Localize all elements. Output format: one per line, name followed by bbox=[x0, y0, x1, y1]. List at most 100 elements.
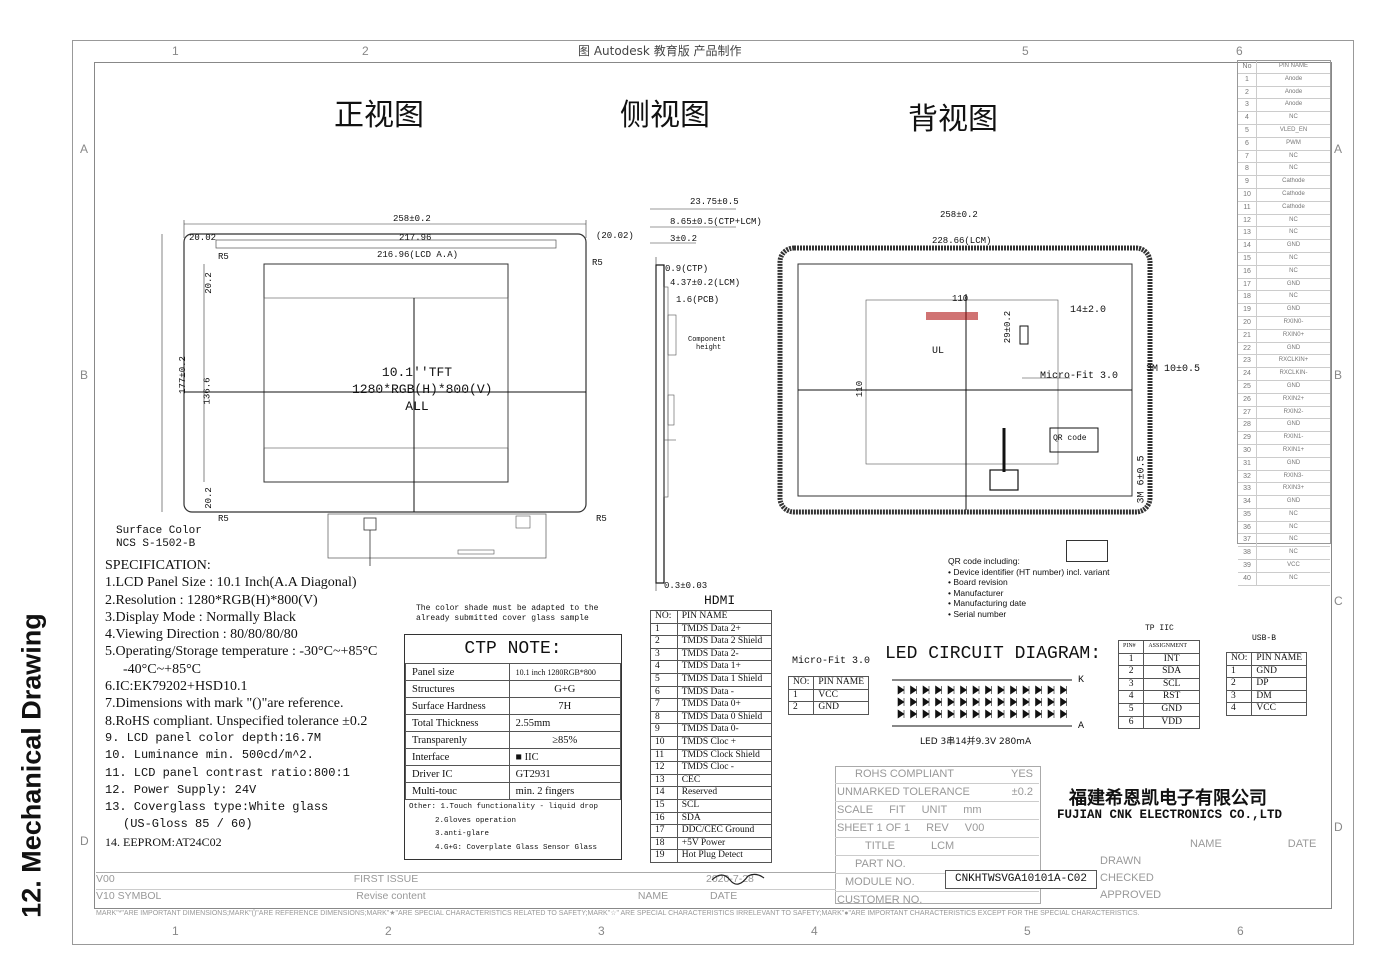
ctp-value: ≥85% bbox=[508, 731, 622, 749]
pin-no: 28 bbox=[1238, 419, 1257, 432]
pin-name: TMDS Cloc - bbox=[676, 761, 773, 775]
pin-name: RST bbox=[1143, 690, 1200, 704]
led-diode bbox=[972, 685, 980, 695]
pin-no: 29 bbox=[1238, 432, 1257, 444]
front-aa-width: 216.96(LCD A.A) bbox=[377, 250, 459, 260]
led-diode bbox=[972, 709, 980, 719]
qr-note-1: • Device identifier (HT number) incl. va… bbox=[948, 566, 1110, 577]
back-width-dim: 258±0.2 bbox=[940, 210, 978, 220]
grid-row-d-right: D bbox=[1334, 820, 1343, 834]
pin-name: SDA bbox=[676, 811, 773, 826]
pin-no: 12 bbox=[650, 761, 678, 775]
pin-no: 16 bbox=[1238, 265, 1257, 278]
side-dim-bottom: 0.3±0.03 bbox=[664, 581, 708, 591]
grid-col-2: 2 bbox=[362, 44, 369, 58]
front-width-dim: 258±0.2 bbox=[393, 214, 431, 224]
micro-fit-title: Micro-Fit 3.0 bbox=[792, 656, 871, 667]
led-array bbox=[897, 685, 1068, 719]
led-diode bbox=[1047, 685, 1055, 695]
pin-no: 33 bbox=[1238, 483, 1257, 496]
drawing-sheet bbox=[72, 40, 1354, 945]
pin-no: 8 bbox=[650, 710, 678, 725]
spec-line: 14. EEPROM:AT24C02 bbox=[105, 834, 222, 849]
tolerance-value: ±0.2 bbox=[1011, 786, 1033, 798]
pin-name: GND bbox=[1286, 498, 1301, 505]
pin-no: 13 bbox=[650, 773, 678, 788]
component-height-line-1: Component bbox=[688, 336, 726, 344]
pin-no: 38 bbox=[1238, 547, 1257, 560]
pin-name: GND bbox=[1286, 306, 1301, 313]
grid-row-a: A bbox=[80, 142, 89, 156]
ctp-note-title: CTP NOTE: bbox=[464, 639, 562, 659]
table-header: NO:PIN NAME bbox=[787, 676, 870, 690]
spec-line: 9. LCD panel color depth:16.7M bbox=[105, 730, 322, 745]
pin-no: 9 bbox=[650, 723, 678, 737]
led-diode bbox=[1022, 685, 1030, 695]
pin-no: 19 bbox=[1238, 304, 1257, 316]
back-view-title: 背视图 bbox=[908, 102, 998, 137]
front-height-dim: 177±0.2 bbox=[177, 356, 188, 394]
customer-row: CUSTOMER NO. bbox=[835, 892, 1039, 909]
ctp-value: GT2931 bbox=[508, 765, 622, 783]
pin-name: RXCLKIN+ bbox=[1278, 357, 1309, 364]
pin-no: 14 bbox=[1238, 240, 1257, 252]
back-inner-width: 228.66(LCM) bbox=[932, 236, 992, 246]
pin-name: RXIN2+ bbox=[1282, 395, 1305, 402]
pin-no: 31 bbox=[1238, 457, 1257, 470]
led-diode bbox=[1035, 685, 1043, 695]
pin-no: 18 bbox=[650, 836, 678, 851]
pin-name: DM bbox=[1251, 689, 1308, 704]
ctp-key: Surface Hardness bbox=[405, 697, 510, 715]
grid-row-a-right: A bbox=[1334, 142, 1343, 156]
unit-label: UNIT bbox=[921, 804, 948, 816]
side-dim-lcm: 4.37±0.2(LCM) bbox=[670, 278, 741, 288]
pin-name: Reserved bbox=[676, 786, 773, 800]
spec-title: SPECIFICATION: bbox=[105, 558, 211, 573]
spec-line: 5.Operating/Storage temperature : -30°C~… bbox=[105, 644, 378, 660]
spec-line: 3.Display Mode : Normally Black bbox=[105, 609, 296, 625]
table-header: PIN#ASSIGNMENT bbox=[1117, 640, 1200, 654]
pin-no: 17 bbox=[1238, 278, 1257, 291]
led-diode bbox=[972, 697, 980, 707]
pin-name: Anode bbox=[1284, 101, 1303, 108]
tp-iic-title: TP IIC bbox=[1145, 624, 1174, 633]
led-diode bbox=[935, 685, 943, 695]
pin-name: INT bbox=[1143, 652, 1200, 667]
spec-line: 6.IC:EK79202+HSD10.1 bbox=[105, 679, 248, 695]
pin-name: GND bbox=[1143, 702, 1200, 717]
pin-name: NC bbox=[1289, 216, 1298, 223]
pin-no: 3 bbox=[1238, 99, 1257, 112]
pin-no: 6 bbox=[1238, 137, 1257, 150]
footer-legend: MARK"*"ARE IMPORTANT DIMENSIONS;MARK"()"… bbox=[96, 910, 1140, 917]
signature bbox=[711, 873, 765, 885]
pin-no: 12 bbox=[1238, 214, 1257, 227]
pin-no: 22 bbox=[1238, 342, 1257, 355]
front-radius-tr: R5 bbox=[592, 258, 603, 268]
front-top-margin: 20.2 bbox=[203, 272, 214, 294]
side-dim-total: 23.75±0.5 bbox=[690, 197, 739, 207]
spec-line: 4.Viewing Direction : 80/80/80/80 bbox=[105, 627, 298, 643]
grid-col-4-bottom: 4 bbox=[811, 924, 818, 938]
front-center-line-2: 1280*RGB(H)*800(V) bbox=[352, 382, 493, 397]
led-diode bbox=[897, 685, 905, 695]
grid-col-6: 6 bbox=[1236, 44, 1243, 58]
